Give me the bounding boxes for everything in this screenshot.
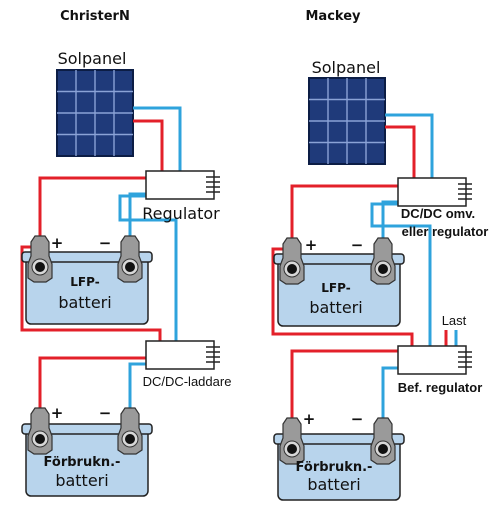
left-consumer-line1: Förbrukn.- (44, 455, 121, 470)
left-lfp-plus: + (51, 234, 64, 252)
left-consumer-line2: batteri (55, 471, 108, 490)
right-dcdc-line1: DC/DC omv. (401, 206, 475, 221)
right-lfp-battery: + − LFP- batteri (273, 236, 405, 327)
left-title: ChristerN (60, 9, 130, 24)
right-bef-label: Bef. regulator (398, 380, 483, 395)
right-bef-regulator: Bef. regulator Last (397, 313, 483, 395)
left-regulator-label: Regulator (142, 204, 220, 223)
right-consumer-minus: − (351, 410, 364, 428)
right-dcdc: DC/DC omv. eller regulator (397, 177, 489, 239)
right-lfp-line2: batteri (309, 298, 362, 317)
right-last-label: Last (442, 313, 467, 328)
left-regulator: Regulator (142, 170, 220, 223)
right-consumer-line2: batteri (307, 475, 360, 494)
right-consumer-plus: + (303, 410, 316, 428)
right-lfp-line1: LFP- (321, 281, 350, 295)
left-lfp-line1: LFP- (70, 275, 99, 289)
right-title: Mackey (305, 9, 361, 24)
left-solar-panel: Solpanel (56, 49, 134, 157)
left-diagram: ChristerN Solpanel (20, 9, 232, 497)
left-consumer-battery: + − Förbrukn.- batteri (21, 404, 153, 497)
left-lfp-battery: + − LFP- batteri (21, 234, 153, 325)
right-lfp-plus: + (305, 236, 318, 254)
right-lfp-minus: − (351, 236, 364, 254)
left-dcdc: DC/DC-laddare (143, 340, 232, 389)
right-consumer-line1: Förbrukn.- (296, 460, 373, 475)
left-dcdc-label: DC/DC-laddare (143, 374, 232, 389)
right-consumer-battery: + − Förbrukn.- batteri (273, 410, 405, 501)
right-dcdc-line2: eller regulator (402, 224, 489, 239)
left-lfp-minus: − (99, 234, 112, 252)
right-diagram: Mackey Solpanel DC/DC omv. (271, 9, 489, 501)
left-solar-label: Solpanel (58, 49, 127, 68)
right-solar-label: Solpanel (312, 58, 381, 77)
right-solar-panel: Solpanel (308, 58, 386, 165)
left-lfp-line2: batteri (58, 293, 111, 312)
left-consumer-plus: + (51, 404, 64, 422)
left-consumer-minus: − (99, 404, 112, 422)
